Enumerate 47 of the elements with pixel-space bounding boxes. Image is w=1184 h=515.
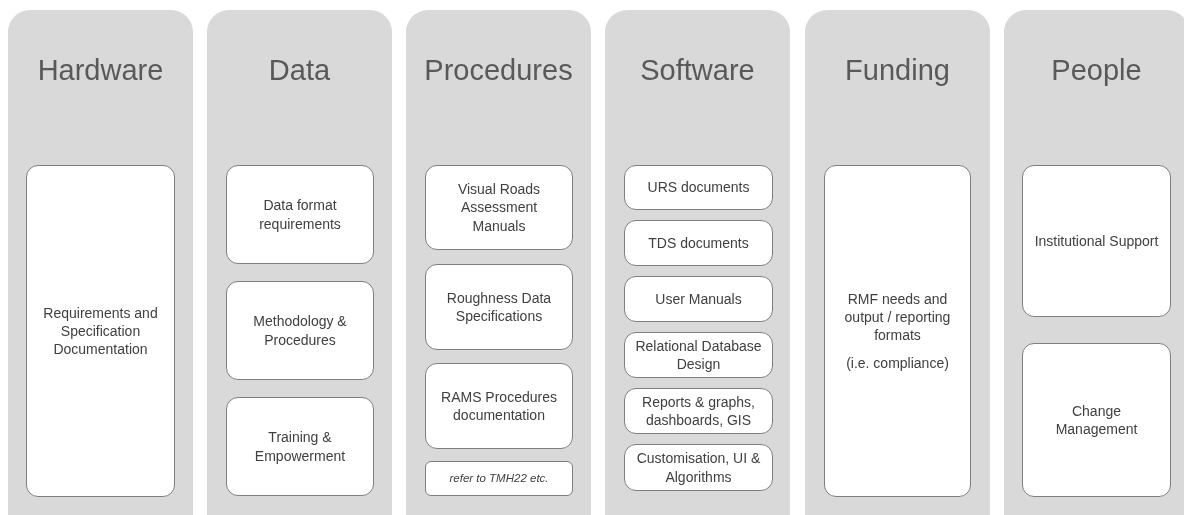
item-text: User Manuals	[655, 289, 742, 309]
item-text: Roughness Data Specifications	[445, 288, 553, 326]
note-box	[425, 461, 573, 496]
item-box	[226, 397, 374, 496]
item-box	[26, 165, 175, 497]
item-text: RAMS Procedures documentation	[440, 387, 558, 425]
column-heading: Hardware	[36, 54, 165, 87]
item-box	[624, 220, 773, 266]
item-box	[624, 388, 773, 434]
item-text: Methodology & Procedures	[252, 312, 348, 349]
item-box	[226, 165, 374, 264]
item-text: Change Management	[1054, 401, 1139, 439]
column-heading: Software	[639, 54, 756, 87]
category-panel	[8, 10, 193, 515]
item-text: Training & Empowerment	[253, 428, 347, 465]
item-box	[425, 363, 573, 449]
item-box	[824, 165, 971, 497]
category-panel	[1004, 10, 1184, 515]
column-heading: Procedures	[423, 54, 574, 87]
item-text: Requirements and Specification Documentation	[42, 303, 159, 359]
item-box	[425, 264, 573, 350]
column-heading: Funding	[844, 54, 951, 87]
item-box	[425, 165, 573, 250]
item-text: refer to TMH22 etc.	[449, 471, 549, 486]
column-heading: Data	[267, 54, 332, 87]
category-panel	[805, 10, 990, 515]
item-text: Data format requirements	[258, 196, 342, 233]
item-box	[624, 332, 773, 378]
item-text: Customisation, UI & Algorithms	[635, 449, 762, 486]
category-panel	[605, 10, 790, 515]
item-box	[624, 165, 773, 210]
category-panel	[406, 10, 591, 515]
item-text: RMF needs and output / reporting formats	[843, 289, 952, 345]
item-text: Institutional Support	[1034, 231, 1159, 251]
item-text: Visual Roads Assessment Manuals	[456, 180, 542, 235]
item-text: Reports & graphs, dashboards, GIS	[641, 392, 756, 430]
item-text: Relational Database Design	[634, 336, 763, 374]
item-box	[624, 444, 773, 491]
item-box	[624, 276, 773, 322]
item-text: URS documents	[647, 178, 750, 197]
item-text: (i.e. compliance)	[846, 354, 949, 373]
item-text: TDS documents	[648, 233, 749, 253]
item-box	[1022, 165, 1171, 317]
column-heading: People	[1050, 54, 1143, 87]
category-panel	[207, 10, 392, 515]
item-box	[226, 281, 374, 380]
item-box	[1022, 343, 1171, 497]
